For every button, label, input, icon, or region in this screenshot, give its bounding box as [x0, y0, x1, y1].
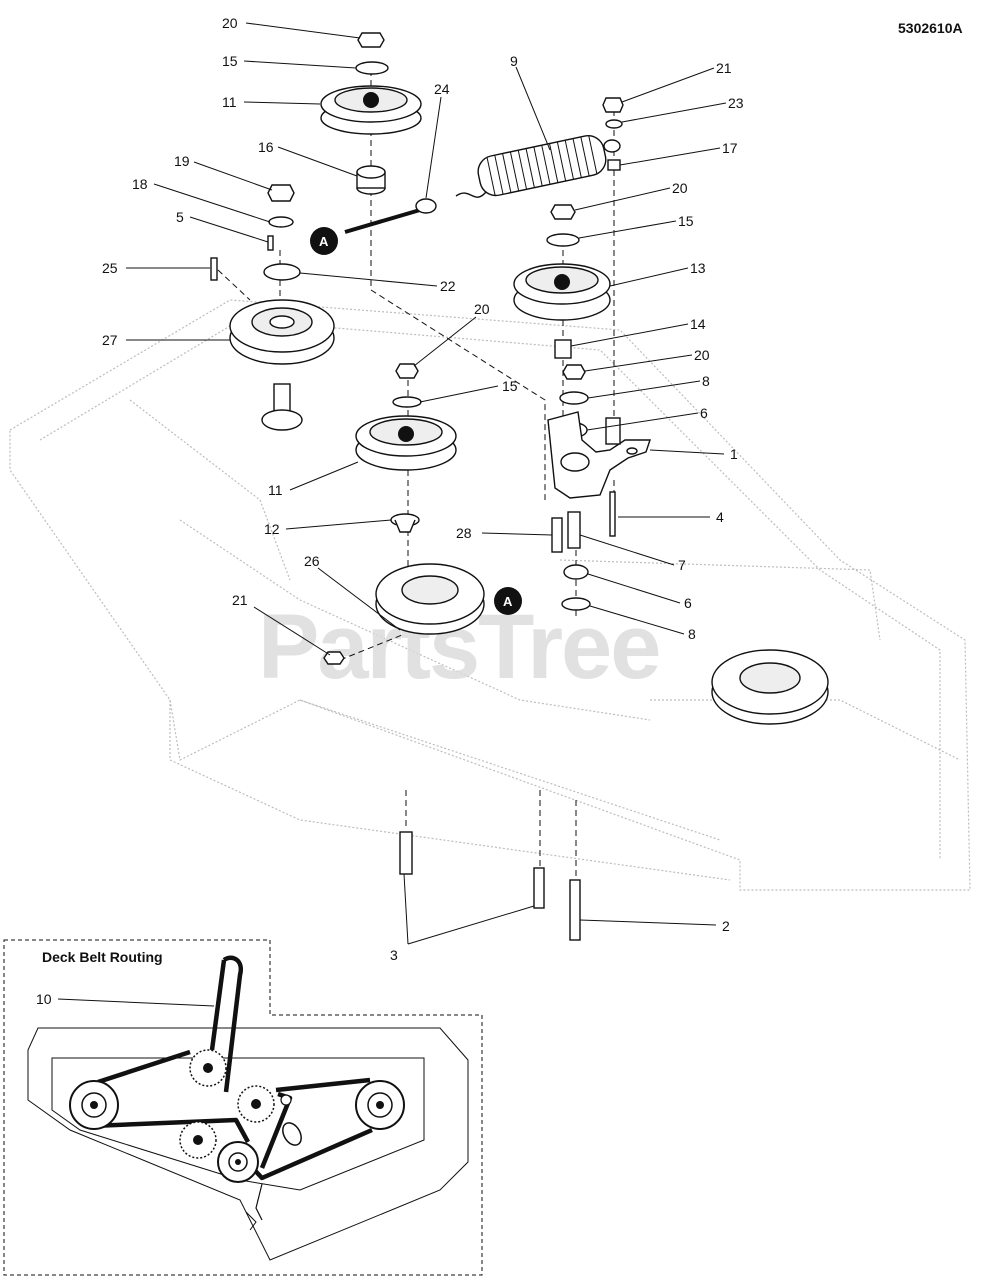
- callout-label: 20: [694, 347, 710, 363]
- part-drawings: [210, 32, 829, 941]
- leader-lines: [57, 22, 727, 1007]
- inset-title: Deck Belt Routing: [42, 949, 163, 965]
- callout-label: 20: [222, 15, 238, 31]
- mower-deck-outline: [9, 299, 971, 891]
- callout-label: 19: [174, 153, 190, 169]
- callout-label: 14: [690, 316, 706, 332]
- callout-label: 9: [510, 53, 518, 69]
- belt-routing-inset: Deck Belt Routing: [3, 939, 483, 1276]
- callout-label: 21: [232, 592, 248, 608]
- callout-label: 6: [684, 595, 692, 611]
- callout-label: 7: [678, 557, 686, 573]
- callout-label: 11: [268, 482, 283, 498]
- callout-label: 13: [690, 260, 706, 276]
- ref-marker-right: A: [494, 587, 522, 615]
- svg-text:A: A: [319, 234, 329, 249]
- callout-label: 8: [688, 626, 696, 642]
- callout-label: 15: [678, 213, 694, 229]
- callout-label: 28: [456, 525, 472, 541]
- callout-label: 24: [434, 81, 450, 97]
- callout-label: 17: [722, 140, 738, 156]
- callout-label: 20: [474, 301, 490, 317]
- callout-label: 3: [390, 947, 398, 963]
- callout-labels: 20 15 11 16 19 18 5 25 27 24 22 9 21 23 …: [36, 15, 744, 1007]
- callout-label: 15: [222, 53, 238, 69]
- document-id: 5302610A: [898, 20, 963, 36]
- callout-label: 16: [258, 139, 274, 155]
- svg-text:A: A: [503, 594, 513, 609]
- callout-label: 20: [672, 180, 688, 196]
- callout-label: 1: [730, 446, 738, 462]
- callout-label: 27: [102, 332, 118, 348]
- callout-label: 15: [502, 378, 518, 394]
- callout-label: 23: [728, 95, 744, 111]
- callout-label: 26: [304, 553, 320, 569]
- callout-label: 8: [702, 373, 710, 389]
- callout-label: 4: [716, 509, 724, 525]
- callout-label: 18: [132, 176, 148, 192]
- callout-label: 5: [176, 209, 184, 225]
- callout-label: 6: [700, 405, 708, 421]
- callout-label: 10: [36, 991, 52, 1007]
- callout-label: 2: [722, 918, 730, 934]
- callout-label: 22: [440, 278, 456, 294]
- callout-label: 11: [222, 94, 237, 110]
- callout-label: 12: [264, 521, 280, 537]
- callout-label: 21: [716, 60, 732, 76]
- callout-label: 25: [102, 260, 118, 276]
- ref-marker-left: A: [310, 227, 338, 255]
